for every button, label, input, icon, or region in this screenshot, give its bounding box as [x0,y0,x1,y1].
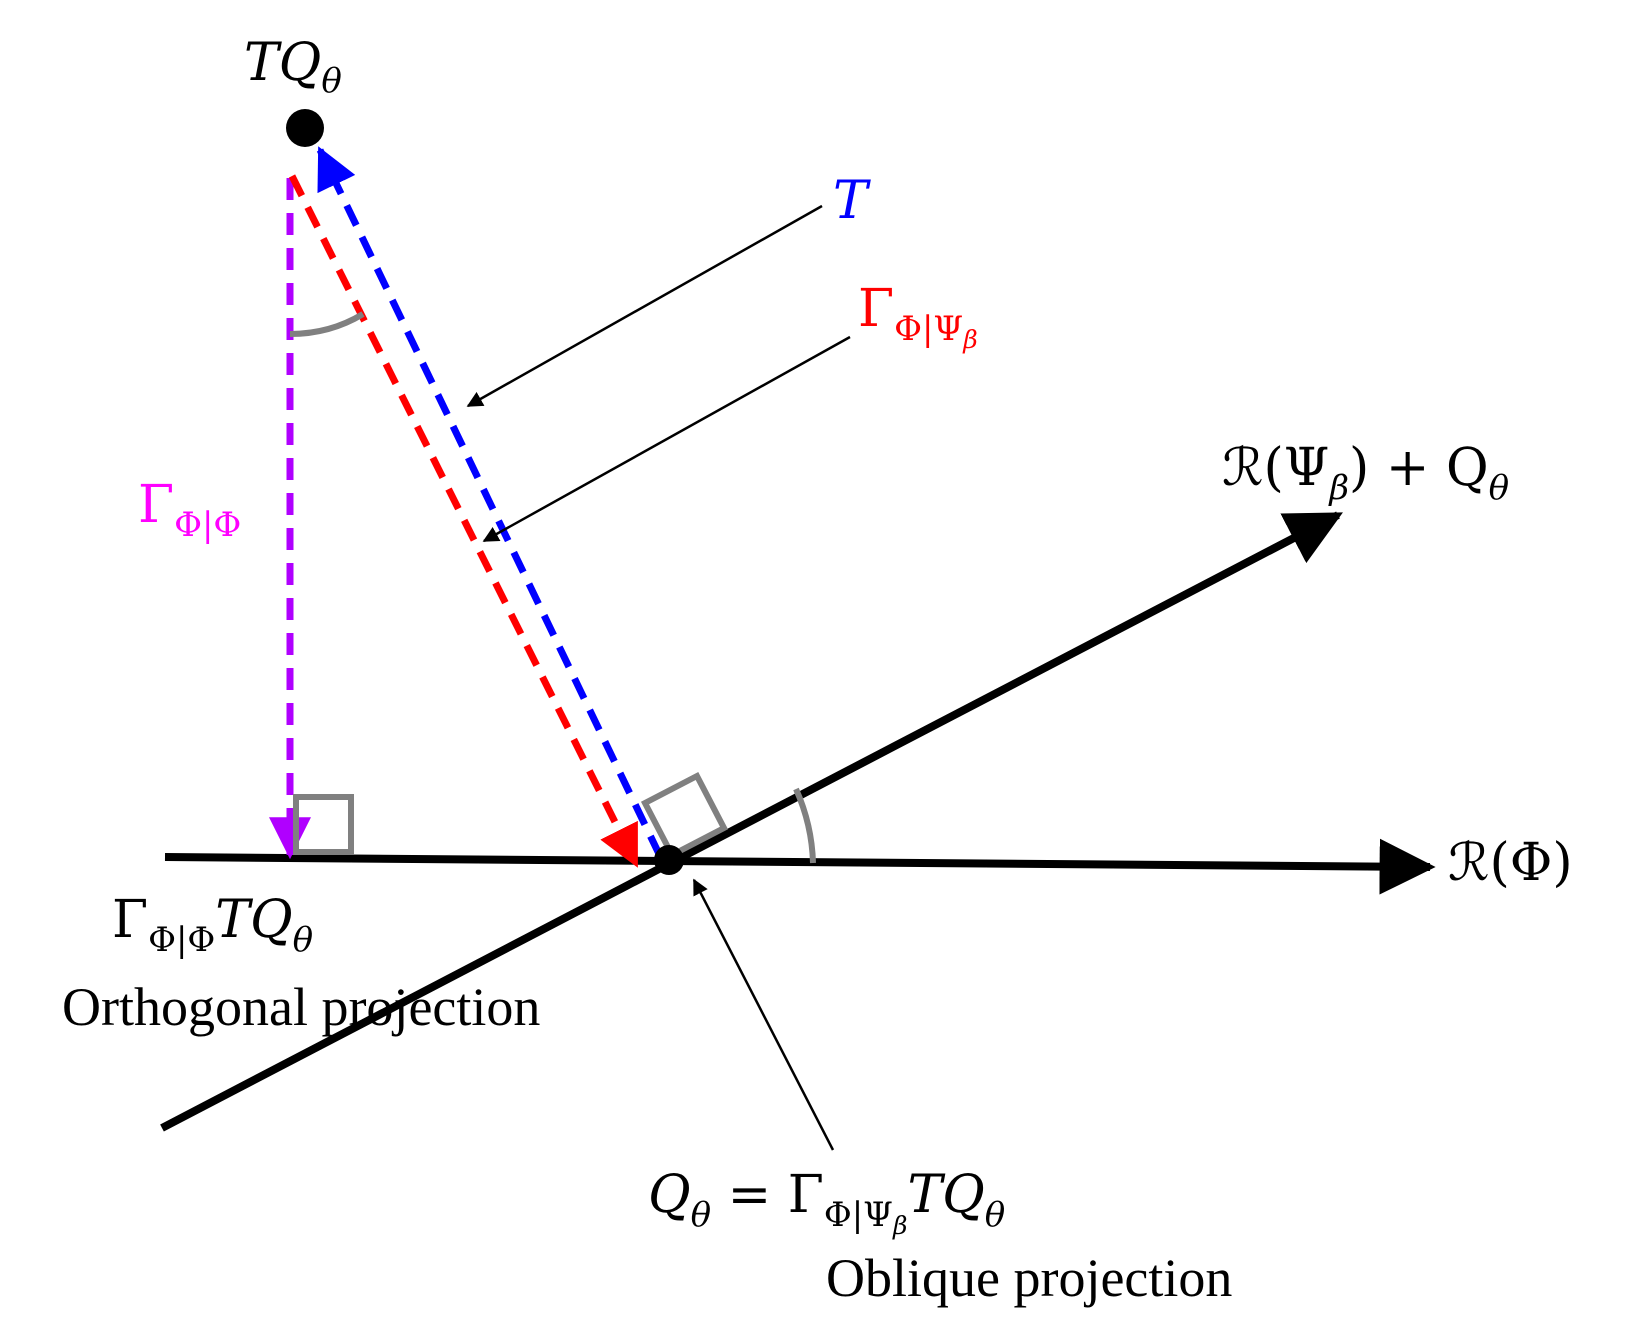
t-callout-line [466,204,823,408]
label-t-operator: T [833,171,871,231]
t-operator-arrow [316,146,664,858]
right-angle-marker-orthogonal [293,794,354,855]
label-gamma-orthogonal: ΓΦ|Φ [138,475,241,545]
caption-oblique-projection: Oblique projection [826,1248,1232,1308]
gamma-oblique-arrow [288,174,640,868]
label-tq-theta-top: TQθ [244,33,342,101]
label-oblique-point: Qθ = ΓΦ|ΨβTQθ [648,1165,1005,1240]
label-range-phi: ℛ(Φ) [1448,833,1573,893]
range-psi-axis [160,511,1343,1132]
angle-arc-axes [793,787,816,864]
q-theta-point [654,845,684,875]
angle-arc-top [289,311,365,337]
range-phi-axis [164,838,1436,895]
caption-orthogonal-projection: Orthogonal projection [62,977,540,1037]
tq-theta-point [286,109,324,147]
q-theta-callout-line [692,878,835,1151]
gamma-oblique-callout-line [482,335,851,543]
label-range-psi: ℛ(Ψβ) + Qθ [1222,438,1509,508]
right-angle-marker-oblique [640,771,729,860]
label-gamma-oblique: ΓΦ|Ψβ [858,279,978,354]
label-orthogonal-point: ΓΦ|ΦTQθ [112,890,313,960]
